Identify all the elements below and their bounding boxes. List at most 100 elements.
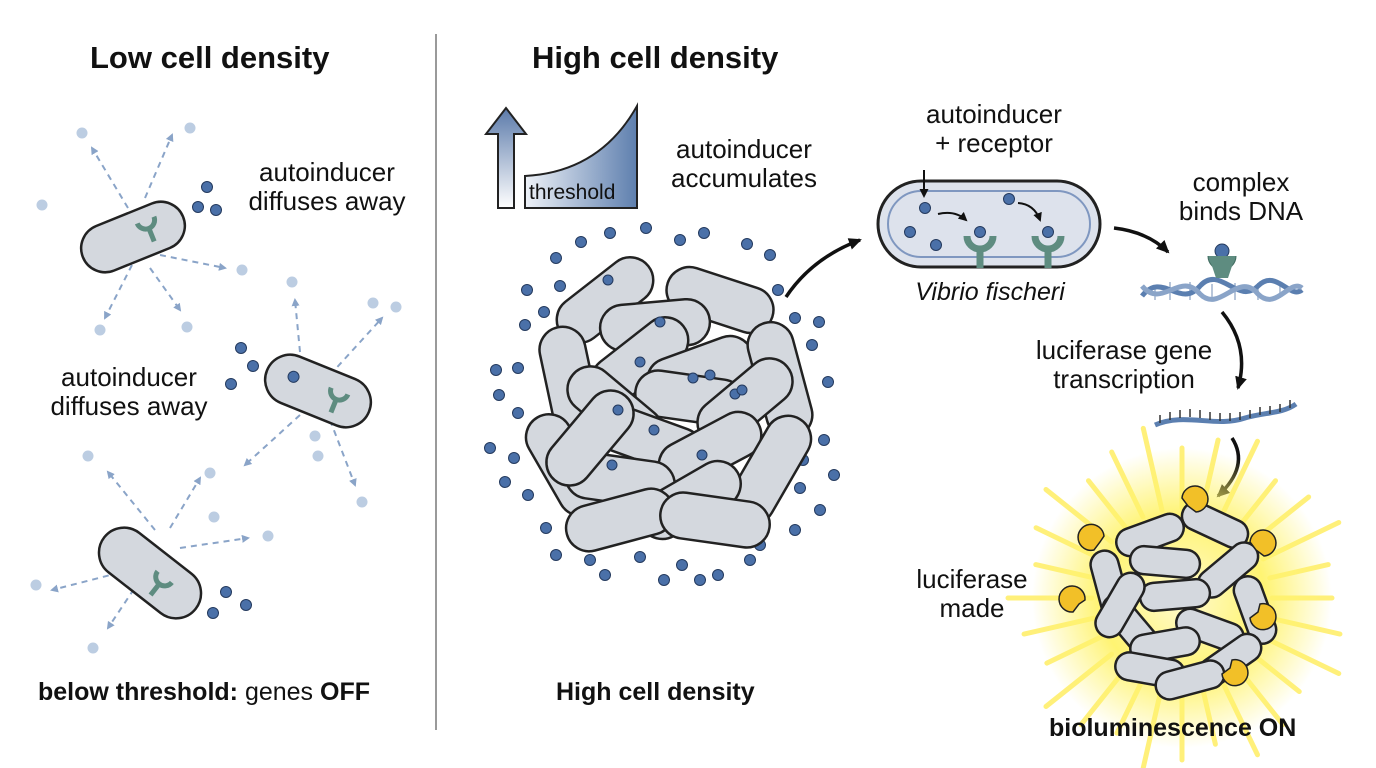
receptor-icon — [328, 386, 351, 414]
luciferase-icons — [1058, 485, 1277, 687]
autoinducer-dot — [704, 369, 716, 381]
mrna-strand — [1154, 400, 1298, 428]
luciferase-note-line1: luciferase — [916, 564, 1028, 594]
autoinducer-dot — [794, 482, 806, 494]
glowing-cell — [1128, 544, 1202, 580]
receptor-complex-icon — [963, 235, 997, 268]
autoinducer-dot — [604, 227, 616, 239]
glowing-colony — [1005, 425, 1343, 768]
autoinducer-dot — [521, 284, 533, 296]
diffusion-note-top-line1: autoinducer — [259, 157, 395, 187]
diffusion-note-mid-line2: diffuses away — [50, 391, 208, 422]
autoinducer-dot — [512, 362, 524, 374]
autoinducer-dot — [744, 554, 756, 566]
diffusion-note-top-line2: diffuses away — [248, 186, 406, 217]
autoinducer-dot — [493, 389, 505, 401]
dispersed-autoinducers — [30, 122, 402, 654]
luciferase-note-line2: made — [939, 593, 1005, 624]
transcription-note: luciferase gene transcription — [1024, 335, 1224, 394]
autoinducer-dot — [674, 234, 686, 246]
autoinducer-dot — [828, 469, 840, 481]
threshold-icon — [483, 102, 638, 209]
transcription-note-line1: luciferase gene — [1035, 335, 1213, 365]
autoinducer-dot — [764, 249, 776, 261]
autoinducer-dot — [634, 356, 646, 368]
vibrio-fischeri-cell — [876, 170, 1102, 269]
autoinducer-dot — [519, 319, 531, 331]
high-density-title: High cell density — [532, 40, 779, 75]
autoinducer-dot — [741, 238, 753, 250]
glowing-cell — [1180, 500, 1250, 550]
autoinducer-dot — [540, 522, 552, 534]
autoinducer-dot — [698, 227, 710, 239]
low-density-caption: below threshold: genes OFF — [38, 678, 370, 706]
caption-genes: genes — [238, 678, 321, 706]
autoinducer-dot — [584, 554, 596, 566]
autoinducer-dot — [606, 459, 618, 471]
autoinducer-dot — [789, 524, 801, 536]
receptor-complex-icon — [1031, 235, 1065, 268]
dna-helix — [1140, 243, 1304, 302]
autoinducer-dot — [696, 449, 708, 461]
autoinducer-dot — [818, 434, 830, 446]
autoinducer-dot — [822, 376, 834, 388]
dense-cell — [545, 389, 635, 487]
diffusion-note-mid: autoinducer diffuses away — [38, 362, 220, 422]
autoinducer-dot — [806, 339, 818, 351]
autoinducer-dot — [687, 372, 699, 384]
receptor-note: autoinducer + receptor — [904, 99, 1084, 159]
high-density-caption: High cell density — [556, 678, 755, 706]
dense-cell-cluster — [524, 256, 814, 553]
diffusion-note-top: autoinducer diffuses away — [238, 157, 416, 217]
autoinducer-dot — [789, 312, 801, 324]
glowing-cell — [1094, 571, 1146, 639]
autoinducer-dot — [648, 424, 660, 436]
autoinducer-dot — [490, 364, 502, 376]
dna-note-line2: binds DNA — [1178, 196, 1304, 227]
panel-divider — [435, 34, 437, 730]
autoinducer-dot — [554, 280, 566, 292]
caption-threshold: below threshold: — [38, 678, 238, 706]
autoinducer-dot — [522, 489, 534, 501]
glowing-cell — [1154, 659, 1226, 701]
dna-note: complex binds DNA — [1170, 167, 1312, 227]
autoinducer-dot — [814, 504, 826, 516]
accumulated-autoinducers — [484, 222, 840, 586]
autoinducer-dot — [512, 407, 524, 419]
autoinducer-dot — [508, 452, 520, 464]
caption-off: OFF — [320, 678, 371, 706]
autoinducer-dot — [694, 574, 706, 586]
autoinducer-dot — [676, 559, 688, 571]
autoinducer-dot — [484, 442, 496, 454]
accumulate-note-line2: accumulates — [671, 163, 817, 194]
receptor-note-line1: autoinducer — [926, 99, 1062, 129]
autoinducer-dot — [634, 551, 646, 563]
autoinducer-dot — [499, 476, 511, 488]
dense-cell — [659, 491, 771, 549]
dna-note-line1: complex — [1192, 167, 1290, 197]
autoinducer-dot — [813, 316, 825, 328]
autoinducer-dot — [550, 549, 562, 561]
threshold-label: threshold — [529, 181, 616, 204]
autoinducer-dot — [658, 574, 670, 586]
diffusion-note-mid-line1: autoinducer — [61, 362, 197, 392]
glowing-cell — [1138, 577, 1212, 613]
bacterium-cell-1 — [79, 200, 187, 274]
autoinducer-dot — [772, 284, 784, 296]
autoinducer-dot — [612, 404, 624, 416]
receptor-note-line2: + receptor — [935, 128, 1053, 159]
autoinducer-dot — [712, 569, 724, 581]
bioluminescence-caption: bioluminescence ON — [1049, 714, 1297, 742]
autoinducer-dot — [736, 384, 748, 396]
autoinducer-dot — [640, 222, 652, 234]
dense-cell — [665, 265, 775, 335]
low-density-title: Low cell density — [90, 40, 330, 75]
species-label: Vibrio fischeri — [915, 278, 1065, 306]
autoinducer-dot — [599, 569, 611, 581]
bacterium-cell-2 — [263, 353, 373, 429]
autoinducer-dot — [575, 236, 587, 248]
accumulate-note: autoinducer accumulates — [658, 134, 830, 194]
receptor-icon — [148, 569, 174, 597]
autoinducer-dot — [550, 252, 562, 264]
